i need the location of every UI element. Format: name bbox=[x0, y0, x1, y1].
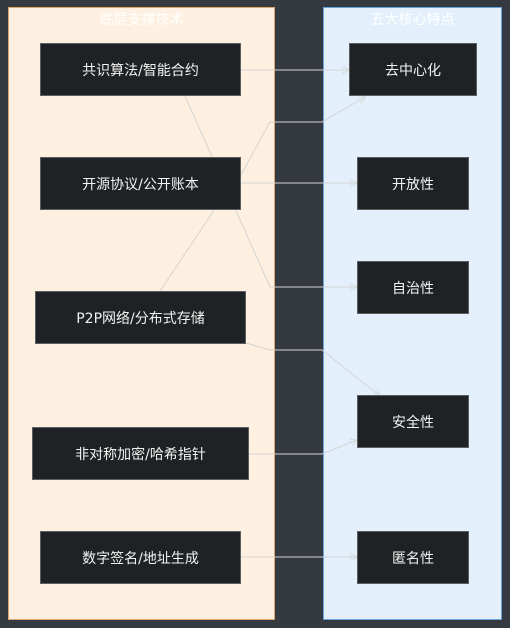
node-openness[interactable]: 开放性 bbox=[357, 157, 469, 210]
node-consensus[interactable]: 共识算法/智能合约 bbox=[40, 43, 241, 96]
node-autonomy[interactable]: 自治性 bbox=[357, 261, 469, 314]
node-decentralized[interactable]: 去中心化 bbox=[349, 43, 477, 96]
node-security[interactable]: 安全性 bbox=[357, 395, 469, 448]
node-p2p[interactable]: P2P网络/分布式存储 bbox=[35, 291, 246, 344]
node-signature[interactable]: 数字签名/地址生成 bbox=[40, 531, 241, 584]
node-anonymity[interactable]: 匿名性 bbox=[357, 531, 469, 584]
cluster-title-underlying-tech: 底层支撑技术 bbox=[99, 12, 184, 28]
node-opensource[interactable]: 开源协议/公开账本 bbox=[40, 157, 241, 210]
node-crypto[interactable]: 非对称加密/哈希指针 bbox=[32, 427, 249, 480]
cluster-title-core-features: 五大核心特点 bbox=[370, 12, 455, 28]
